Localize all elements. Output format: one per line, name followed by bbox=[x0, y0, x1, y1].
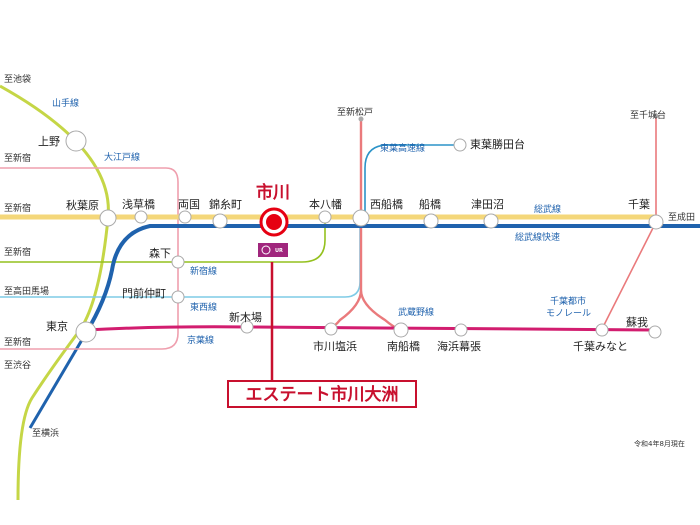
tokyo-label: 東京 bbox=[46, 319, 68, 333]
morishita-station-marker bbox=[171, 255, 185, 269]
minamifunabashi-station-marker bbox=[393, 322, 409, 338]
direction-shibuya: 至渋谷 bbox=[4, 359, 31, 371]
ichikawashiohama-label: 市川塩浜 bbox=[313, 339, 357, 353]
nishifunabashi-label: 西船橋 bbox=[370, 197, 403, 211]
shinmatsudo-end-marker bbox=[358, 116, 364, 122]
kinshicho-label: 錦糸町 bbox=[209, 197, 242, 211]
monzennakacho-label: 門前仲町 bbox=[122, 286, 166, 300]
ur-logo-text: UR bbox=[275, 248, 283, 254]
sobu-line-label: 総武線 bbox=[534, 203, 561, 215]
direction-shinjuku-3: 至新宿 bbox=[4, 246, 31, 258]
direction-shinjuku-4: 至新宿 bbox=[4, 336, 31, 348]
ichikawa-station-dot bbox=[266, 214, 282, 230]
kinshicho-station-marker bbox=[212, 213, 228, 229]
soga-label: 蘇我 bbox=[626, 316, 648, 329]
chibaminato-station-marker bbox=[595, 323, 609, 337]
ueno-label: 上野 bbox=[38, 135, 60, 148]
direction-narita: 至成田 bbox=[668, 211, 695, 223]
tsudanuma-label: 津田沼 bbox=[471, 197, 504, 211]
callout-box bbox=[227, 380, 417, 408]
morishita-label: 森下 bbox=[149, 246, 171, 260]
motoyawata-label: 本八幡 bbox=[309, 197, 342, 211]
kaihinmakuhari-label: 海浜幕張 bbox=[437, 339, 481, 353]
keiyo-line bbox=[85, 325, 657, 332]
chibaminato-label: 千葉みなと bbox=[573, 339, 628, 353]
sobu-rapid-line bbox=[84, 224, 700, 335]
tsudanuma-station-marker bbox=[483, 213, 499, 229]
kaihinmakuhari-station-marker bbox=[454, 323, 468, 337]
chiba-monorail-line bbox=[601, 116, 657, 330]
monzennakacho-station-marker bbox=[171, 290, 185, 304]
ur-logo-mark-icon bbox=[261, 245, 271, 255]
monorail-line-label-1: 千葉都市 bbox=[550, 295, 586, 307]
direction-shinmatsudo: 至新松戸 bbox=[337, 106, 373, 118]
nishifunabashi-station-marker bbox=[352, 209, 370, 227]
direction-ikebukuro: 至池袋 bbox=[4, 73, 31, 85]
musashino-line-label: 武蔵野線 bbox=[398, 306, 434, 318]
ur-logo: UR bbox=[258, 243, 288, 257]
sobu-rapid-line-label: 総武線快速 bbox=[515, 231, 560, 243]
yokosuka-line bbox=[28, 332, 88, 429]
keiyo-line-label: 京葉線 bbox=[187, 334, 214, 346]
toyokatsutadai-label: 東葉勝田台 bbox=[470, 137, 525, 151]
asakusabashi-station-marker bbox=[134, 210, 148, 224]
funabashi-station-marker bbox=[423, 213, 439, 229]
ryogoku-label: 両国 bbox=[178, 198, 200, 211]
shinkiba-station-marker bbox=[240, 320, 254, 334]
tokyo-station-marker bbox=[75, 321, 97, 343]
toyo-kosoku-line-label: 東葉高速線 bbox=[380, 142, 425, 154]
chiba-label: 千葉 bbox=[628, 197, 650, 211]
oedo-line-label: 大江戸線 bbox=[104, 151, 140, 163]
tozai-line-label: 東西線 bbox=[190, 301, 217, 313]
ryogoku-station-marker bbox=[178, 210, 192, 224]
soga-station-marker bbox=[648, 325, 662, 339]
asakusabashi-label: 浅草橋 bbox=[122, 197, 155, 211]
direction-takadanobaba: 至高田馬場 bbox=[4, 285, 49, 297]
direction-chishirodai: 至千城台 bbox=[630, 109, 666, 121]
callout-text: エステート市川大洲 bbox=[246, 384, 399, 405]
direction-shinjuku-1: 至新宿 bbox=[4, 152, 31, 164]
ichikawashiohama-station-marker bbox=[324, 322, 338, 336]
shinjuku-line bbox=[0, 215, 326, 263]
shinjuku-line-label: 新宿線 bbox=[190, 265, 217, 277]
ueno-station-marker bbox=[65, 130, 87, 152]
direction-shinjuku-2: 至新宿 bbox=[4, 202, 31, 214]
station-markers bbox=[65, 113, 664, 343]
chiba-station-marker bbox=[648, 214, 664, 230]
minamifunabashi-label: 南船橋 bbox=[387, 339, 420, 353]
toyo-kosoku-line bbox=[364, 144, 455, 215]
shinkiba-label: 新木場 bbox=[229, 310, 262, 324]
akihabara-label: 秋葉原 bbox=[66, 198, 99, 212]
yamanote-line-label: 山手線 bbox=[52, 97, 79, 109]
monorail-line-label-2: モノレール bbox=[546, 309, 591, 319]
direction-yokohama: 至横浜 bbox=[32, 427, 59, 439]
as-of-note: 令和4年8月現在 bbox=[634, 439, 685, 448]
akihabara-station-marker bbox=[99, 209, 117, 227]
chishirodai-end-marker bbox=[653, 113, 659, 119]
motoyawata-station-marker bbox=[318, 210, 332, 224]
toyokatsutadai-station-marker bbox=[453, 138, 467, 152]
funabashi-label: 船橋 bbox=[419, 197, 441, 211]
ichikawa-label: 市川 bbox=[256, 182, 290, 203]
